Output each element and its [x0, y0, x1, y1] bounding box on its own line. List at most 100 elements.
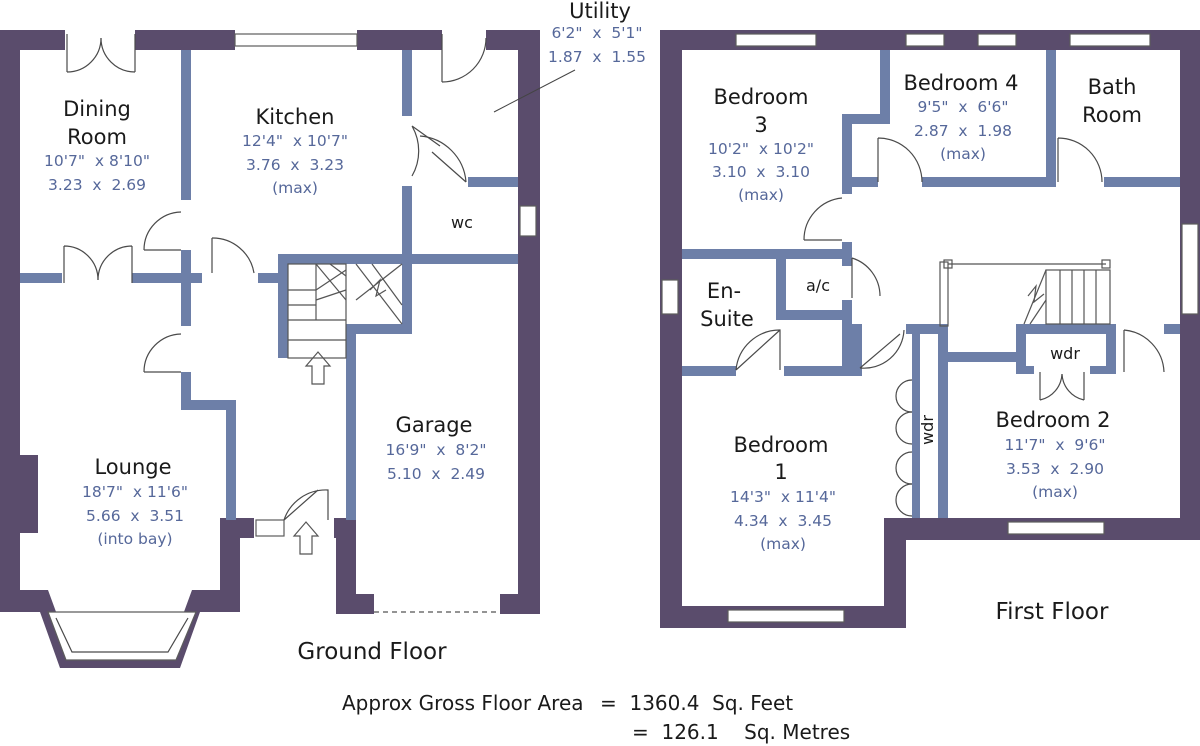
outer-wall: [220, 518, 240, 612]
room-note-bedroom3: (max): [738, 186, 784, 204]
room-name-bathroom-line1: Bath: [1088, 75, 1137, 99]
room-dims-imperial-bedroom1: 14'3" x 11'4": [730, 488, 836, 506]
bay-window-inner-line: [55, 617, 189, 653]
room-name-bedroom1-line2: 1: [774, 460, 787, 484]
room-name-bedroom4: Bedroom 4: [903, 71, 1018, 95]
room-note-bedroom4: (max): [940, 145, 986, 163]
room-note-bedroom1: (max): [760, 535, 806, 553]
room-name-wardrobe-bedroom2: wdr: [1050, 344, 1080, 363]
room-name-ensuite-line2: Suite: [700, 307, 754, 331]
outer-wall: [0, 30, 20, 612]
inner-wall: [181, 250, 191, 326]
inner-wall: [468, 177, 518, 187]
outer-wall: [240, 518, 254, 538]
room-name-kitchen: Kitchen: [256, 105, 335, 129]
inner-wall: [784, 366, 852, 376]
first-doors: [735, 137, 1165, 373]
inner-wall: [1104, 177, 1180, 187]
kitchen-window: [234, 33, 358, 47]
room-dims-metric-bedroom4: 2.87 x 1.98: [914, 122, 1012, 140]
entrance-arrow: [292, 521, 320, 555]
inner-wall: [1090, 366, 1116, 374]
inner-wall: [842, 242, 852, 266]
inner-wall: [842, 114, 852, 194]
room-dims-imperial-bedroom2: 11'7" x 9'6": [1005, 436, 1106, 454]
room-dims-metric-dining: 3.23 x 2.69: [48, 176, 146, 194]
bedroom1-window: [727, 609, 845, 623]
room-name-dining-line1: Dining: [63, 97, 131, 121]
ground-floor-labels: Dining Room 10'7" x 8'10" 3.23 x 2.69 Ki…: [44, 0, 646, 665]
bedroom4-window: [905, 33, 945, 47]
ground-floor-title: Ground Floor: [297, 639, 447, 665]
gross-floor-area: Approx Gross Floor Area = 1360.4 Sq. Fee…: [342, 691, 850, 744]
inner-wall: [852, 324, 862, 376]
inner-wall: [842, 114, 890, 124]
inner-wall: [1016, 324, 1116, 334]
room-name-lounge: Lounge: [94, 455, 171, 479]
stairs-up-arrow: [304, 351, 332, 385]
inner-wall: [278, 254, 288, 358]
first-floor-title: First Floor: [996, 599, 1109, 625]
outer-wall: [336, 518, 356, 614]
inner-wall: [922, 177, 1056, 187]
inner-wall: [852, 177, 878, 187]
area-square-metres: = 126.1 Sq. Metres: [632, 720, 850, 744]
inner-wall: [938, 324, 948, 518]
outer-wall: [660, 30, 682, 628]
room-note-bedroom2: (max): [1032, 483, 1078, 501]
ground-stairs: [287, 263, 403, 359]
inner-wall: [842, 300, 852, 376]
inner-wall: [402, 186, 412, 266]
inner-wall: [1106, 324, 1116, 372]
room-note-lounge: (into bay): [97, 530, 172, 548]
area-label: Approx Gross Floor Area: [342, 691, 584, 715]
ground-doors: [63, 34, 487, 521]
room-name-bedroom3-line1: Bedroom: [714, 85, 809, 109]
wardrobe-doors: [895, 372, 1085, 517]
room-name-bedroom3-line2: 3: [754, 113, 767, 137]
outer-wall: [336, 594, 374, 614]
outer-wall: [135, 30, 235, 50]
inner-wall: [682, 249, 848, 259]
room-note-kitchen: (max): [272, 179, 318, 197]
inner-wall: [346, 324, 356, 520]
outer-wall: [500, 594, 540, 614]
inner-wall: [348, 324, 412, 334]
inner-wall: [1046, 50, 1056, 187]
room-name-garage: Garage: [396, 413, 473, 437]
room-dims-imperial-bedroom4: 9'5" x 6'6": [917, 98, 1008, 116]
room-name-bedroom1-line1: Bedroom: [734, 433, 829, 457]
room-dims-metric-utility: 1.87 x 1.55: [548, 48, 646, 66]
first-floor-plan: [660, 30, 1200, 628]
inner-wall: [948, 352, 1018, 362]
inner-wall: [1016, 366, 1034, 374]
room-name-bathroom-line2: Room: [1082, 103, 1142, 127]
room-dims-imperial-dining: 10'7" x 8'10": [44, 152, 150, 170]
inner-wall: [776, 310, 852, 320]
room-dims-metric-bedroom1: 4.34 x 3.45: [734, 512, 832, 530]
landing-window: [1181, 223, 1199, 315]
inner-wall: [880, 50, 890, 114]
room-name-airing-cupboard: a/c: [806, 276, 830, 295]
room-dims-metric-kitchen: 3.76 x 3.23: [246, 156, 344, 174]
first-floor-stairs: [939, 259, 1111, 327]
area-square-feet: = 1360.4 Sq. Feet: [600, 691, 793, 715]
chimney-breast: [20, 455, 38, 533]
room-name-dining-line2: Room: [67, 125, 127, 149]
inner-wall: [181, 400, 236, 410]
room-dims-metric-lounge: 5.66 x 3.51: [86, 507, 184, 525]
room-dims-imperial-lounge: 18'7" x 11'6": [82, 483, 188, 501]
outer-wall: [884, 518, 906, 628]
room-dims-imperial-garage: 16'9" x 8'2": [386, 441, 487, 459]
ground-floor-plan: [0, 30, 576, 668]
hall-window: [255, 519, 285, 537]
bedroom3-window: [735, 33, 817, 47]
room-name-ensuite-line1: En-: [707, 279, 741, 303]
room-dims-imperial-utility: 6'2" x 5'1": [551, 24, 642, 42]
room-dims-metric-bedroom3: 3.10 x 3.10: [712, 163, 810, 181]
bedroom4-window: [977, 33, 1017, 47]
inner-wall: [181, 372, 191, 410]
inner-wall: [226, 400, 236, 520]
inner-wall: [181, 50, 191, 200]
bathroom-window: [1069, 33, 1151, 47]
